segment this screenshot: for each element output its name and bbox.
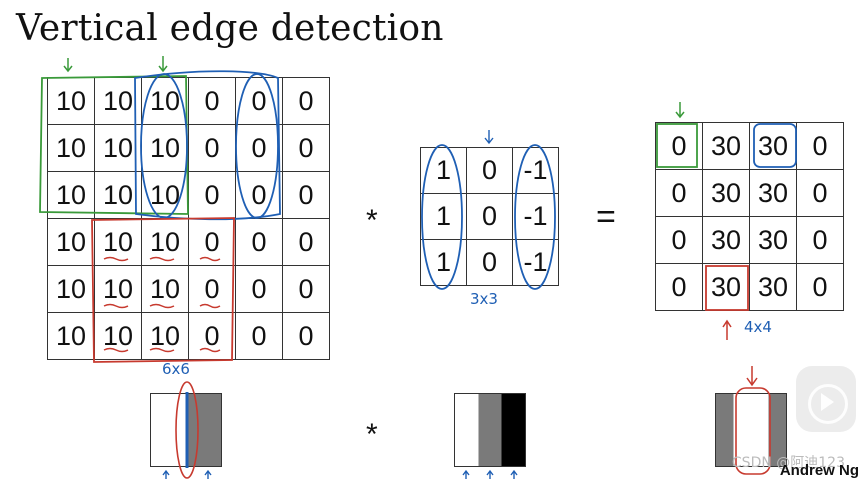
output-cell: 0 [655, 122, 703, 170]
author-credit: Andrew Ng [779, 462, 859, 479]
output-cell: 0 [655, 216, 703, 264]
output-cell: 0 [655, 263, 703, 311]
input-cell: 10 [94, 218, 142, 266]
equals-operator: = [596, 198, 616, 236]
input-cell: 10 [47, 265, 95, 313]
filter-cell: 0 [466, 193, 513, 240]
filter-cell: -1 [512, 193, 559, 240]
input-cell: 0 [235, 312, 283, 360]
output-size-note: 4x4 [744, 318, 772, 336]
filter-cell: 1 [420, 193, 467, 240]
filter-cell: 0 [466, 147, 513, 194]
input-cell: 0 [188, 124, 236, 172]
input-cell: 10 [141, 312, 189, 360]
filter-visual [454, 393, 526, 467]
output-green-arrow [675, 102, 685, 119]
filter-cell: -1 [512, 147, 559, 194]
filter-cell: 1 [420, 147, 467, 194]
input-cell: 10 [141, 265, 189, 313]
input-cell: 10 [141, 124, 189, 172]
output-cell: 30 [702, 122, 750, 170]
input-cell: 10 [141, 77, 189, 125]
input-cell: 0 [235, 124, 283, 172]
input-cell: 0 [188, 265, 236, 313]
input-cell: 10 [141, 171, 189, 219]
input-cell: 0 [188, 312, 236, 360]
input-cell: 10 [94, 312, 142, 360]
csdn-watermark: CSDN @阿迪123 [731, 455, 845, 471]
output-red-arrow [722, 319, 732, 340]
input-cell: 0 [188, 171, 236, 219]
convolve-operator: * [366, 204, 378, 237]
output-cell: 0 [796, 263, 844, 311]
output-cell: 0 [796, 169, 844, 217]
input-cell: 10 [47, 312, 95, 360]
input-cell: 0 [235, 265, 283, 313]
input-cell: 10 [94, 265, 142, 313]
input-cell: 10 [94, 171, 142, 219]
input-cell: 0 [282, 77, 330, 125]
filter-size-note: 3x3 [470, 290, 498, 308]
green-arrow-mid [158, 56, 168, 73]
input-cell: 0 [282, 124, 330, 172]
input-size-note: 6x6 [162, 360, 190, 378]
input-cell: 10 [94, 77, 142, 125]
filter-cell: -1 [512, 239, 559, 286]
input-cell: 10 [47, 171, 95, 219]
convolve-operator-bottom: * [366, 418, 378, 451]
input-cell: 10 [47, 77, 95, 125]
input-cell: 0 [235, 77, 283, 125]
input-cell: 0 [282, 171, 330, 219]
video-play-button[interactable] [796, 366, 856, 432]
output-cell: 30 [702, 263, 750, 311]
green-arrow-left [63, 58, 73, 73]
input-cell: 0 [188, 77, 236, 125]
filter-blue-arrow [484, 130, 494, 145]
output-cell: 30 [749, 169, 797, 217]
slide-title: Vertical edge detection [16, 8, 444, 49]
output-cell: 0 [796, 122, 844, 170]
output-cell: 0 [796, 216, 844, 264]
input-cell: 0 [282, 218, 330, 266]
output-cell: 30 [702, 216, 750, 264]
input-cell: 10 [47, 218, 95, 266]
output-cell: 30 [749, 263, 797, 311]
input-image-visual [150, 393, 222, 467]
output-cell: 30 [749, 122, 797, 170]
input-cell: 0 [282, 265, 330, 313]
output-cell: 30 [702, 169, 750, 217]
output-cell: 30 [749, 216, 797, 264]
input-cell: 10 [141, 218, 189, 266]
input-cell: 0 [188, 218, 236, 266]
input-cell: 10 [94, 124, 142, 172]
filter-cell: 0 [466, 239, 513, 286]
play-circle [808, 384, 848, 424]
input-cell: 10 [47, 124, 95, 172]
input-cell: 0 [282, 312, 330, 360]
output-edge-arrow [746, 366, 758, 387]
input-cell: 0 [235, 218, 283, 266]
filter-cell: 1 [420, 239, 467, 286]
play-icon [821, 393, 834, 411]
output-cell: 0 [655, 169, 703, 217]
input-cell: 0 [235, 171, 283, 219]
